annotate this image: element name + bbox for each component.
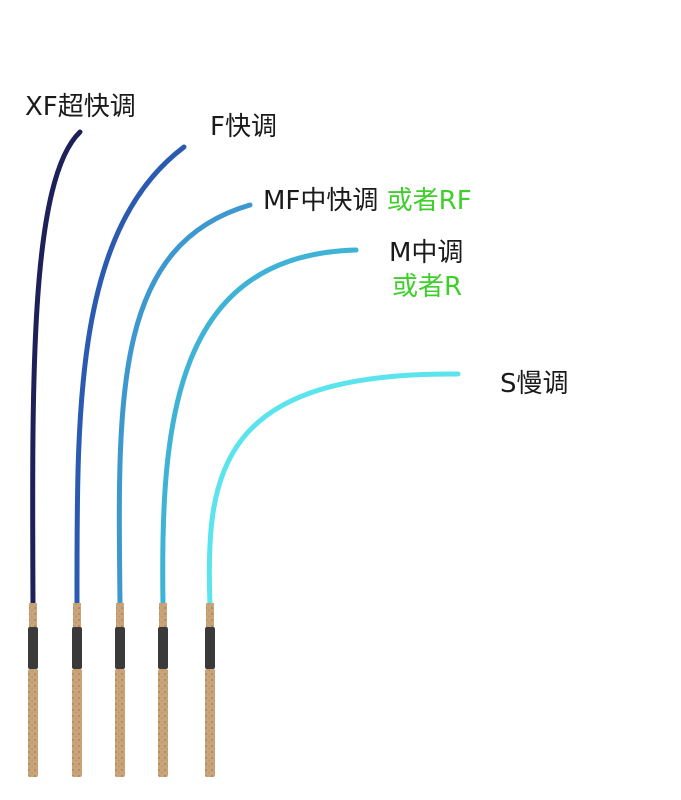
rod-m-handle [158,603,168,777]
rear-grip [115,669,125,777]
rod-m-alt-label: 或者R [392,272,463,302]
reel-seat [158,627,168,669]
reel-seat [28,627,38,669]
rod-m-blank [160,247,359,608]
rear-grip [205,669,215,777]
rod-s-handle [205,603,215,777]
rod-m-label: M中调 [389,238,464,268]
rod-mf-handle [115,603,125,777]
reel-seat [205,627,215,669]
fore-grip [29,603,37,627]
rod-handles [28,603,215,777]
rod-s-blank [206,371,461,608]
rod-blanks [30,129,461,608]
rod-xf-handle [28,603,38,777]
rod-f-handle [72,603,82,777]
rear-grip [158,669,168,777]
reel-seat [115,627,125,669]
fore-grip [116,603,124,627]
rod-xf-label: XF超快调 [25,92,136,122]
rod-f-blank [74,144,187,608]
rod-s-label: S慢调 [500,369,569,399]
rod-mf-blank [116,202,253,608]
rear-grip [72,669,82,777]
rod-mf-label: MF中快调 [263,186,379,216]
rod-mf-label-group: MF中快调 或者RF [263,186,472,216]
rod-mf-alt-label: 或者RF [386,186,472,216]
rear-grip [28,669,38,777]
reel-seat [72,627,82,669]
fore-grip [159,603,167,627]
rod-xf-blank [30,129,83,608]
fore-grip [73,603,81,627]
fore-grip [206,603,214,627]
rod-f-label: F快调 [210,112,277,142]
